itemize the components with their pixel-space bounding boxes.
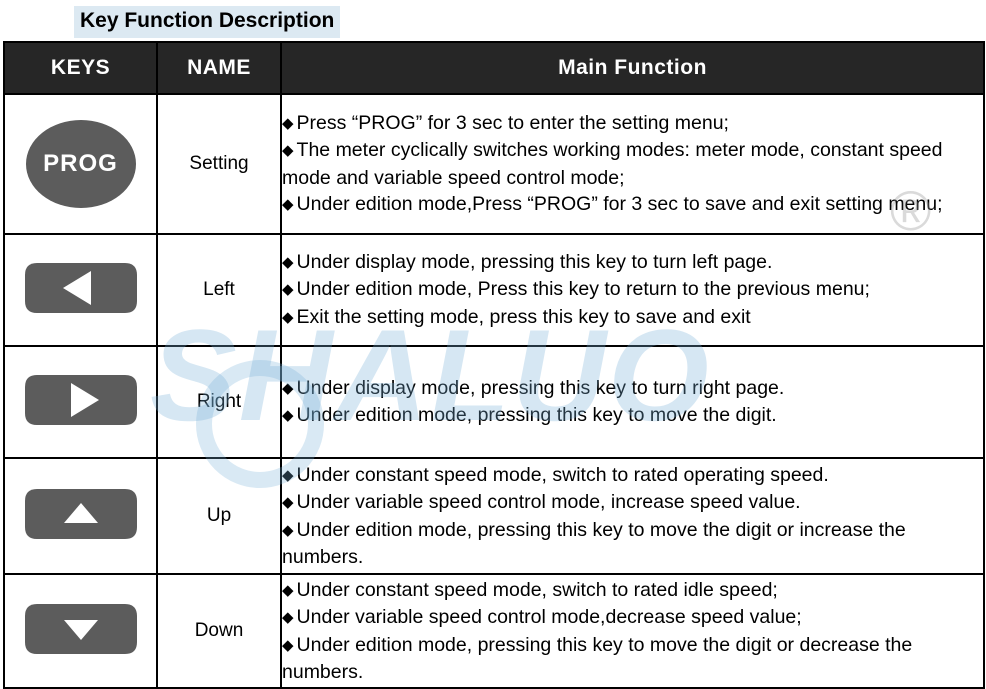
function-text: Under edition mode, pressing this key to… [282, 633, 913, 684]
function-text: Under edition mode, Press this key to re… [296, 278, 870, 301]
diamond-bullet-icon: ◆ [282, 521, 294, 539]
key-cell-up [3, 457, 158, 575]
table-row: Up ◆Under constant speed mode, switch to… [3, 457, 985, 575]
function-text: Under edition mode, pressing this key to… [296, 404, 777, 426]
function-text: Press “PROG” for 3 sec to enter the sett… [296, 111, 729, 134]
diamond-bullet-icon: ◆ [282, 253, 294, 271]
table-row: Down ◆Under constant speed mode, switch … [3, 573, 985, 689]
diamond-bullet-icon: ◆ [282, 636, 294, 654]
function-line: ◆Under edition mode,Press “PROG” for 3 s… [282, 191, 983, 219]
function-text: Under variable speed control mode,decrea… [296, 606, 802, 628]
page-title: Key Function Description [74, 6, 341, 38]
name-cell-down: Down [156, 573, 282, 689]
function-line: ◆Press “PROG” for 3 sec to enter the set… [282, 110, 983, 138]
table-row: PROG Setting ◆Press “PROG” for 3 sec to … [3, 93, 985, 235]
key-cell-right [3, 345, 158, 459]
column-header-name: NAME [156, 41, 282, 95]
function-line: ◆Exit the setting mode, press this key t… [282, 304, 983, 332]
diamond-bullet-icon: ◆ [282, 466, 294, 484]
key-cell-prog: PROG [3, 93, 158, 235]
function-line: ◆The meter cyclically switches working m… [282, 137, 983, 191]
name-cell-left: Left [156, 233, 282, 347]
function-text: Under variable speed control mode, incre… [296, 491, 801, 513]
function-line: ◆Under edition mode, Press this key to r… [282, 276, 983, 304]
name-cell-right: Right [156, 345, 282, 459]
up-arrow-key-icon [19, 481, 143, 547]
diamond-bullet-icon: ◆ [282, 142, 294, 159]
function-cell-down: ◆Under constant speed mode, switch to ra… [280, 573, 985, 689]
right-arrow-key-icon [19, 367, 143, 433]
diamond-bullet-icon: ◆ [282, 494, 294, 511]
function-text: Under constant speed mode, switch to rat… [296, 578, 778, 601]
diamond-bullet-icon: ◆ [282, 196, 294, 213]
column-header-keys: KEYS [3, 41, 158, 95]
diamond-bullet-icon: ◆ [282, 281, 294, 299]
diamond-bullet-icon: ◆ [282, 407, 294, 424]
function-text: Under edition mode, pressing this key to… [282, 518, 906, 569]
name-cell-up: Up [156, 457, 282, 575]
prog-round-button-icon: PROG [25, 120, 136, 208]
diamond-bullet-icon: ◆ [282, 609, 294, 626]
function-line: ◆Under display mode, pressing this key t… [282, 375, 983, 403]
function-line: ◆Under edition mode, pressing this key t… [282, 517, 983, 571]
key-cell-left [3, 233, 158, 347]
diamond-bullet-icon: ◆ [282, 114, 294, 132]
function-line: ◆Under constant speed mode, switch to ra… [282, 462, 983, 490]
function-line: ◆Under constant speed mode, switch to ra… [282, 577, 983, 605]
function-line: ◆Under display mode, pressing this key t… [282, 249, 983, 277]
function-text: Exit the setting mode, press this key to… [296, 305, 751, 328]
diamond-bullet-icon: ◆ [282, 379, 294, 397]
function-line: ◆Under variable speed control mode,decre… [282, 604, 983, 632]
key-function-table: KEYS NAME Main Function PROG Setting ◆Pr… [3, 41, 985, 689]
left-arrow-key-icon [19, 255, 143, 321]
diamond-bullet-icon: ◆ [282, 308, 294, 326]
key-cell-down [3, 573, 158, 689]
table-header-row: KEYS NAME Main Function [3, 41, 985, 95]
function-text: Under display mode, pressing this key to… [296, 250, 773, 273]
down-arrow-key-icon [19, 596, 143, 662]
name-cell-setting: Setting [156, 93, 282, 235]
function-cell-left: ◆Under display mode, pressing this key t… [280, 233, 985, 347]
function-line: ◆Under edition mode, pressing this key t… [282, 402, 983, 430]
function-cell-right: ◆Under display mode, pressing this key t… [280, 345, 985, 459]
function-text: The meter cyclically switches working mo… [282, 139, 943, 189]
column-header-main-function: Main Function [280, 41, 985, 95]
function-text: Under constant speed mode, switch to rat… [296, 463, 829, 486]
table-row: Left ◆Under display mode, pressing this … [3, 233, 985, 347]
function-text: Under display mode, pressing this key to… [296, 376, 785, 399]
function-cell-setting: ◆Press “PROG” for 3 sec to enter the set… [280, 93, 985, 235]
function-cell-up: ◆Under constant speed mode, switch to ra… [280, 457, 985, 575]
table-row: Right ◆Under display mode, pressing this… [3, 345, 985, 459]
title-bar: Key Function Description [0, 0, 986, 40]
function-text: Under edition mode,Press “PROG” for 3 se… [296, 193, 943, 215]
diamond-bullet-icon: ◆ [282, 581, 294, 599]
function-line: ◆Under variable speed control mode, incr… [282, 489, 983, 517]
function-line: ◆Under edition mode, pressing this key t… [282, 632, 983, 686]
